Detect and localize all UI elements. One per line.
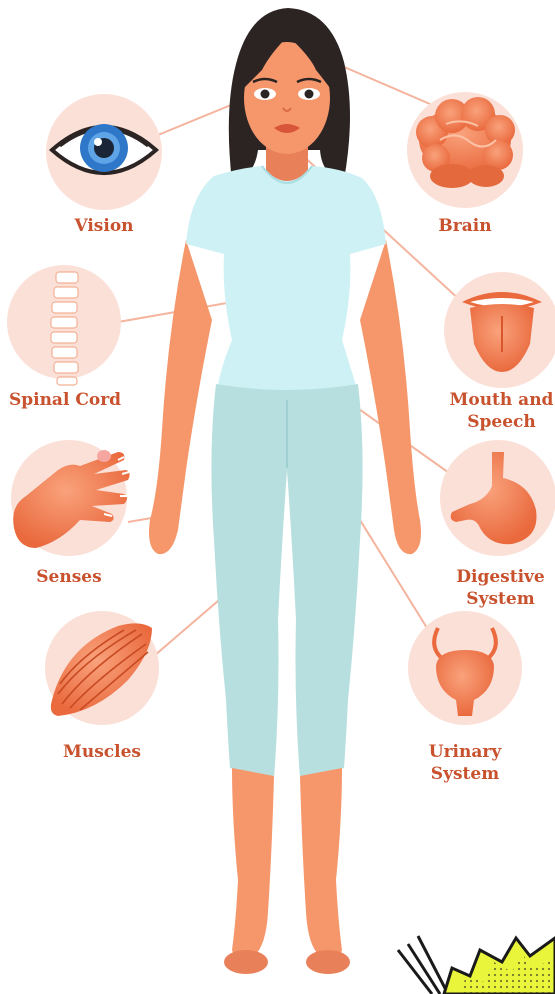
left-leg — [232, 768, 274, 960]
right-leg — [300, 768, 342, 960]
woman-figure — [149, 8, 421, 974]
shirt — [186, 166, 386, 391]
right-arm — [360, 240, 421, 554]
spine-icon — [51, 272, 78, 385]
label-urinary-system: Urinary System — [420, 741, 510, 785]
label-mouth-and-speech: Mouth and Speech — [448, 389, 555, 433]
corner-burst — [398, 936, 555, 994]
label-brain: Brain — [425, 215, 505, 237]
label-muscles: Muscles — [52, 741, 152, 763]
label-digestive-system: Digestive System — [448, 566, 553, 610]
label-spinal-cord: Spinal Cord — [0, 389, 130, 411]
left-arm — [149, 240, 212, 554]
label-senses: Senses — [29, 566, 109, 588]
label-vision: Vision — [64, 215, 144, 237]
